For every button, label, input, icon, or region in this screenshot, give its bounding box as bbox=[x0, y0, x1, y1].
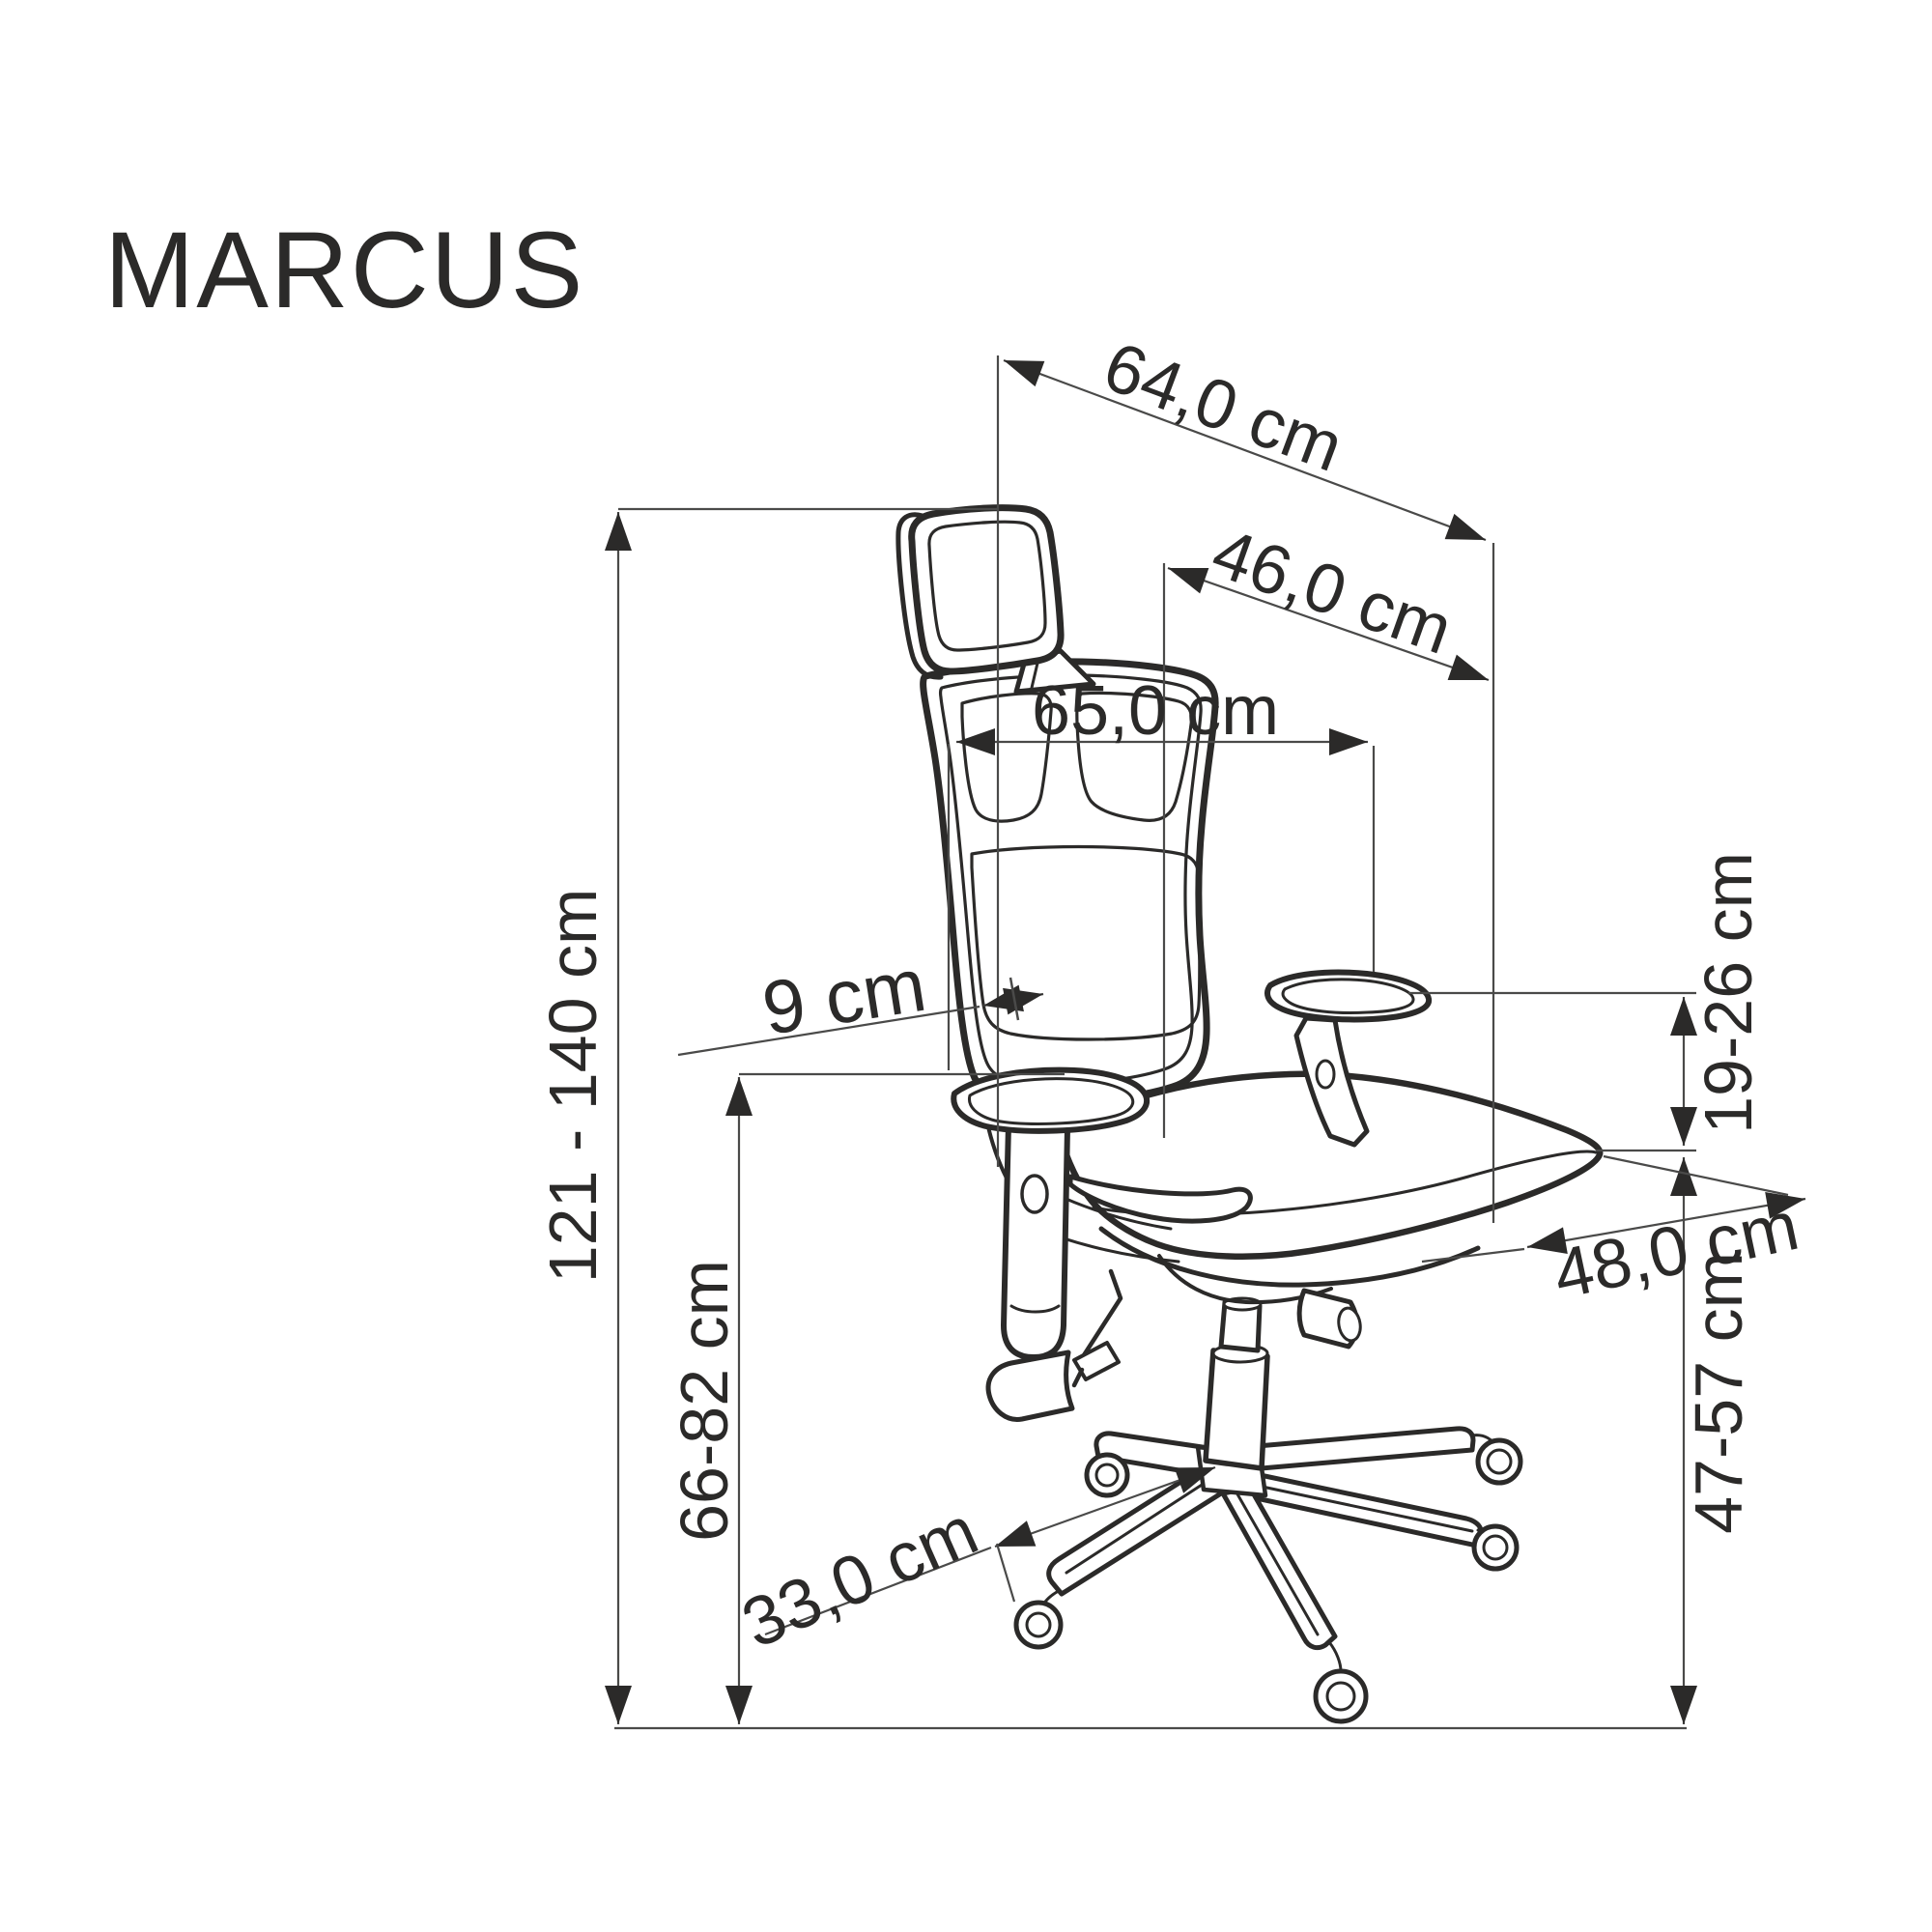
leader-33cm bbox=[764, 1546, 992, 1636]
dimension-lines bbox=[605, 355, 1806, 1730]
leader-9cm bbox=[677, 1005, 980, 1057]
label-lumbar-depth: 9 cm bbox=[756, 942, 931, 1051]
chair-base-front-legs bbox=[1013, 1460, 1520, 1724]
label-top-depth: 64,0 cm bbox=[1094, 327, 1352, 487]
label-overall-width: 65,0 cm bbox=[1032, 672, 1279, 750]
label-seat-depth: 48,0 cm bbox=[1547, 1187, 1804, 1315]
label-total-height: 121 - 140 cm bbox=[535, 889, 611, 1284]
dim-base-leg bbox=[994, 1465, 1216, 1548]
seat bbox=[1009, 1070, 1604, 1305]
tick-9cm bbox=[1009, 977, 1020, 1021]
dim-seat-depth bbox=[1526, 1192, 1806, 1254]
headrest bbox=[895, 504, 1096, 695]
product-title: MARCUS bbox=[104, 210, 584, 330]
label-backrest-top-height: 66-82 cm bbox=[667, 1260, 742, 1542]
label-seat-height: 47-57 cm bbox=[1681, 1252, 1756, 1534]
adjustment-lever bbox=[985, 1268, 1123, 1422]
dim-top-depth bbox=[1003, 358, 1487, 542]
ext-33-end bbox=[995, 1543, 1016, 1603]
ext-48-top bbox=[1603, 1154, 1789, 1197]
gas-lift bbox=[1195, 1296, 1270, 1498]
far-armrest bbox=[951, 1066, 1150, 1360]
ext-48-bottom bbox=[1421, 1247, 1525, 1264]
label-base-leg-radius: 33,0 cm bbox=[731, 1492, 989, 1662]
dim-backrest-width bbox=[1167, 566, 1490, 682]
label-armrest-above-seat: 19-26 cm bbox=[1690, 852, 1766, 1134]
near-armrest bbox=[1264, 969, 1433, 1148]
tension-knob bbox=[1296, 1288, 1362, 1350]
label-backrest-width: 46,0 cm bbox=[1203, 514, 1462, 669]
